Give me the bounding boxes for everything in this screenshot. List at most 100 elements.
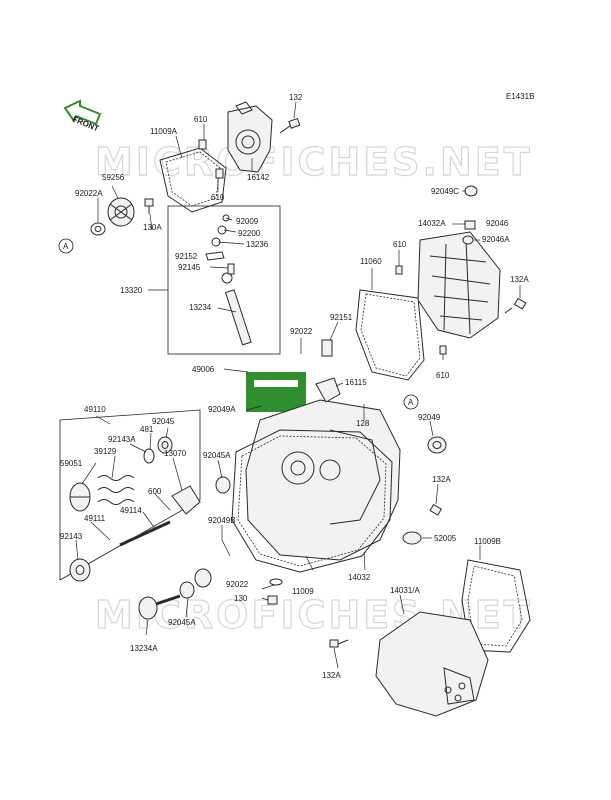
part-label-92046a: 92046A	[482, 235, 510, 244]
cover-gasket-11009	[231, 429, 393, 573]
part-label-92045: 92045	[152, 417, 175, 426]
part-label-610: 610	[194, 115, 208, 124]
part-label-13234a: 13234A	[130, 644, 158, 653]
part-label-14031a: 14031/A	[390, 586, 420, 595]
bolt-132	[279, 117, 301, 134]
part-label-92049a: 92049A	[208, 405, 236, 414]
kick-gear-59051	[69, 482, 91, 512]
seal-92143	[69, 558, 91, 582]
bolt-130	[267, 595, 278, 605]
part-label-16142: 16142	[247, 173, 270, 182]
washer-92022a	[90, 222, 106, 236]
right-crankcase-cover	[245, 399, 401, 561]
part-label-16115: 16115	[345, 378, 367, 387]
part-label-52005: 52005	[434, 534, 457, 543]
part-label-132a-bottom: 132A	[322, 671, 341, 680]
dowel-pin	[198, 139, 224, 179]
part-label-610d: 610	[436, 371, 450, 380]
clutch-cover-inner-gasket	[355, 289, 425, 381]
part-label-11009a: 11009A	[150, 127, 178, 136]
circlip-481	[143, 448, 155, 464]
part-label-92022a: 92022A	[75, 189, 103, 198]
part-label-92045a-low: 92045A	[168, 618, 196, 627]
part-label-132: 132	[289, 93, 303, 102]
part-label-92151: 92151	[330, 313, 353, 322]
bolt-132a-bottom	[329, 639, 349, 648]
part-label-610c: 610	[393, 240, 407, 249]
part-label-59256: 59256	[102, 173, 125, 182]
part-label-49110: 49110	[84, 405, 106, 414]
part-label-92049c: 92049C	[431, 187, 459, 196]
washer-92045	[157, 436, 173, 454]
part-label-92022b: 92022	[226, 580, 249, 589]
governor-assembly-box	[167, 205, 281, 355]
clutch-cover-14032a	[417, 231, 501, 339]
impeller	[107, 197, 135, 227]
part-label-600: 600	[148, 487, 162, 496]
kawasaki-logo: Kawasaki	[246, 372, 306, 422]
part-label-92143a: 92143A	[108, 435, 136, 444]
part-label-14032: 14032	[348, 573, 371, 582]
part-label-92145: 92145	[178, 263, 201, 272]
impeller-shaft-13234a	[138, 594, 181, 620]
spring-39129	[97, 475, 135, 505]
bearing-92045a	[179, 476, 231, 599]
cap-92046	[462, 185, 478, 245]
part-label-13234: 13234	[189, 303, 212, 312]
front-arrow-icon: FRONT	[63, 99, 102, 133]
washer-92022-low	[269, 578, 283, 586]
bolt-132a-right	[504, 297, 527, 314]
part-label-39129: 39129	[94, 447, 117, 456]
part-label-92049: 92049	[418, 413, 441, 422]
svg-text:A: A	[63, 242, 69, 251]
part-label-49111: 49111	[84, 514, 106, 523]
part-label-11009: 11009	[292, 587, 314, 596]
dowel-610-a	[395, 265, 403, 275]
part-label-92009: 92009	[236, 217, 259, 226]
part-label-92143: 92143	[60, 532, 83, 541]
part-label-92046: 92046	[486, 219, 509, 228]
bolt-132a-mid	[429, 503, 443, 516]
part-label-13070: 13070	[164, 449, 187, 458]
leader-lines	[75, 101, 521, 669]
part-label-130a: 130A	[143, 223, 162, 232]
kick-assembly-box	[59, 409, 201, 581]
part-label-92022: 92022	[290, 327, 313, 336]
part-label-14032a: 14032A	[418, 219, 446, 228]
part-label-13320: 13320	[120, 286, 143, 295]
plug-52005	[402, 531, 422, 545]
part-label-92045a: 92045A	[203, 451, 231, 460]
governor-lever-16115	[315, 377, 341, 403]
ref-marker-a-right: A	[403, 394, 419, 410]
part-label-610b: 610	[211, 193, 225, 202]
part-label-132a: 132A	[510, 275, 529, 284]
part-label-92152: 92152	[175, 252, 198, 261]
part-label-92049b: 92049B	[208, 516, 236, 525]
part-labels: 132 610 11009A 59256 92022A 130A 610 161…	[60, 93, 529, 680]
ratchet-13070	[171, 485, 201, 515]
shaft-49114	[119, 520, 171, 547]
water-pump-housing	[227, 101, 273, 173]
diagram-code: E1431B	[506, 92, 534, 101]
ref-marker-a-left: A	[58, 238, 74, 254]
part-label-92200: 92200	[238, 229, 261, 238]
part-label-49006: 49006	[192, 365, 215, 374]
part-label-130: 130	[234, 594, 248, 603]
part-label-11009b: 11009B	[474, 537, 501, 546]
outer-clutch-cover-14031	[375, 611, 489, 717]
seal-92049	[427, 436, 447, 454]
outer-cover-gasket-11009b	[461, 559, 531, 653]
svg-text:A: A	[408, 398, 414, 407]
part-label-128: 128	[356, 419, 370, 428]
part-label-13236: 13236	[246, 240, 269, 249]
part-label-132a-mid: 132A	[432, 475, 451, 484]
bolt-130a	[144, 198, 154, 214]
dowel-610-b	[439, 345, 447, 355]
part-label-11060: 11060	[360, 257, 382, 266]
part-label-481: 481	[140, 425, 154, 434]
part-label-49114: 49114	[120, 506, 142, 515]
bolt-92151	[321, 339, 333, 357]
part-label-59051: 59051	[60, 459, 83, 468]
governor-shaft	[205, 214, 252, 346]
